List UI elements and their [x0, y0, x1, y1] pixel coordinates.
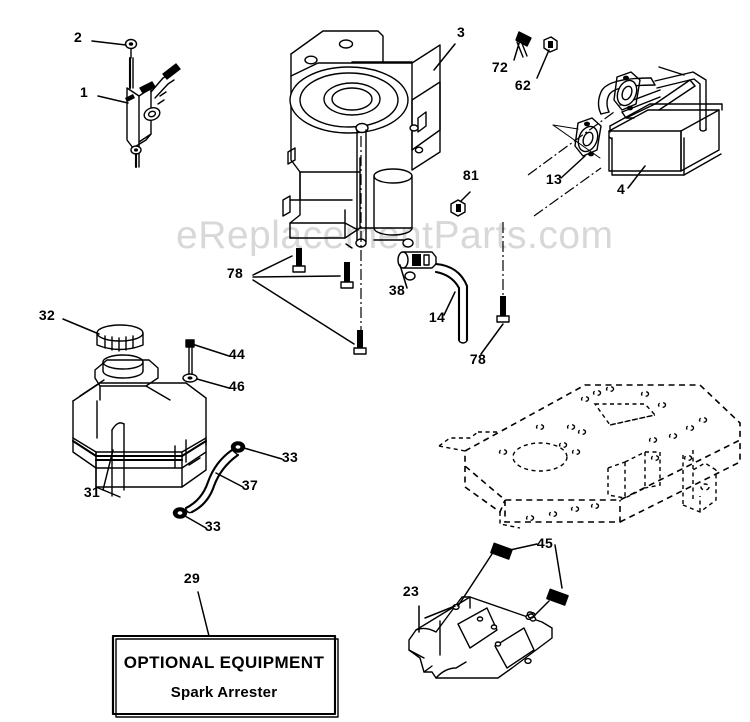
callout-14: 14	[429, 309, 445, 325]
muffler-hardware-72-62	[515, 31, 558, 58]
leader-14	[443, 291, 456, 316]
chassis-plate-reference	[438, 384, 741, 529]
callout-78: 78	[227, 265, 243, 281]
leader-31	[102, 449, 114, 491]
muffler-assembly	[527, 66, 723, 217]
leader-38	[399, 264, 408, 289]
callout-3: 3	[457, 24, 465, 40]
callout-32: 32	[39, 307, 55, 323]
leader-62	[536, 49, 550, 79]
leader-81	[460, 191, 471, 202]
callout-38: 38	[389, 282, 405, 298]
leader-13	[560, 155, 586, 179]
callout-81: 81	[463, 167, 479, 183]
leader-78-b	[480, 323, 504, 355]
leader-2	[91, 40, 127, 46]
leader-3	[433, 43, 456, 71]
throttle-control-assembly	[124, 38, 181, 169]
engine-assembly	[282, 30, 441, 249]
leader-33-b	[184, 515, 207, 529]
heat-shield-assembly	[408, 542, 569, 679]
tank-hardware-44-46	[182, 339, 198, 383]
leader-78-a3	[252, 279, 355, 345]
leader-37	[215, 472, 244, 488]
callout-72: 72	[492, 59, 508, 75]
leader-44	[191, 343, 230, 357]
optional-equipment-subtitle: Spark Arrester	[171, 684, 277, 701]
leader-46	[196, 378, 230, 389]
callout-33: 33	[205, 518, 221, 534]
leader-78-a2	[252, 275, 341, 278]
callout-2: 2	[74, 29, 82, 45]
callout-62: 62	[515, 77, 531, 93]
callout-13: 13	[546, 171, 562, 187]
callout-31: 31	[84, 484, 100, 500]
leader-32	[62, 318, 100, 335]
part-81-nut	[450, 199, 466, 217]
leader-78-a1	[252, 255, 293, 276]
optional-equipment-box: OPTIONAL EQUIPMENT Spark Arrester	[111, 634, 339, 718]
callout-46: 46	[229, 378, 245, 394]
leader-72	[513, 39, 521, 61]
callout-4: 4	[617, 181, 625, 197]
engine-bolts-78	[292, 136, 510, 355]
callout-78: 78	[470, 351, 486, 367]
leader-4	[627, 165, 646, 189]
fuel-tank-assembly	[71, 324, 208, 498]
callout-29: 29	[184, 570, 200, 586]
leader-29	[197, 591, 210, 637]
callout-44: 44	[229, 346, 245, 362]
leader-33-a	[243, 447, 283, 460]
leader-23b	[424, 605, 456, 619]
callout-23: 23	[403, 583, 419, 599]
callout-1: 1	[80, 84, 88, 100]
leader-1	[97, 95, 129, 104]
optional-equipment-title: OPTIONAL EQUIPMENT	[124, 653, 325, 672]
callout-33: 33	[282, 449, 298, 465]
fuel-line-assembly	[172, 441, 246, 519]
fuel-fitting-hose	[397, 251, 469, 344]
callout-37: 37	[242, 477, 258, 493]
callout-45: 45	[537, 535, 553, 551]
